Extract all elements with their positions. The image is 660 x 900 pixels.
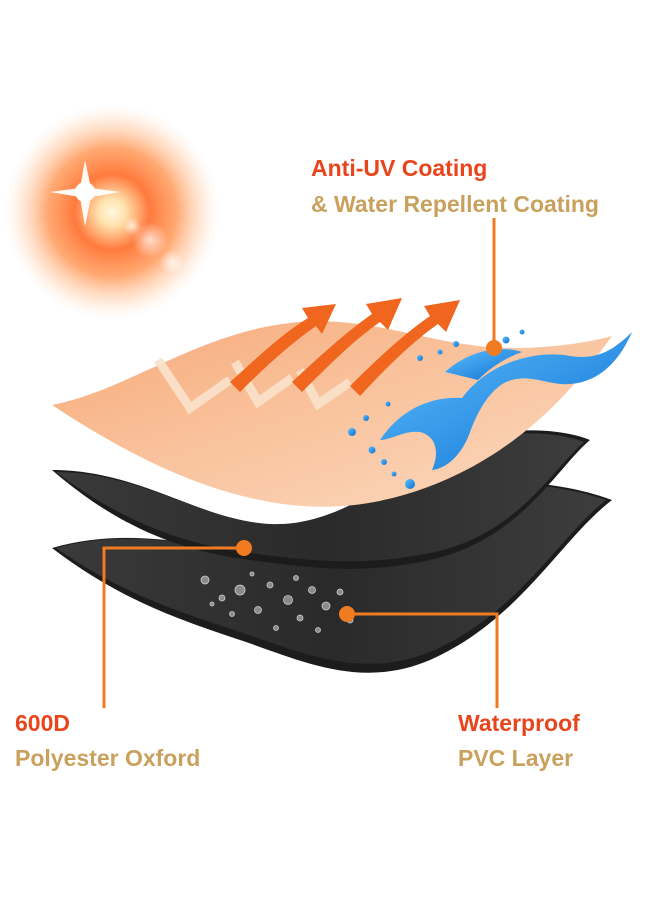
leader-left xyxy=(102,546,244,708)
top-label-line1: Anti-UV Coating xyxy=(311,155,488,181)
right-label-line1: Waterproof xyxy=(458,710,580,736)
water-splash-icon xyxy=(348,329,632,489)
left-label-line1: 600D xyxy=(15,710,70,736)
droplet-icon xyxy=(200,571,354,633)
leader-dot-left xyxy=(236,540,252,556)
leader-right xyxy=(347,612,499,708)
uv-arrow-icon xyxy=(154,298,460,415)
sun-icon xyxy=(4,104,220,320)
leader-dot-top xyxy=(486,340,502,356)
top-label-line2: & Water Repellent Coating xyxy=(311,191,599,217)
leader-dot-right xyxy=(339,606,355,622)
left-label-line2: Polyester Oxford xyxy=(15,745,201,771)
leader-lines xyxy=(102,218,499,708)
right-label-line2: PVC Layer xyxy=(458,745,574,771)
